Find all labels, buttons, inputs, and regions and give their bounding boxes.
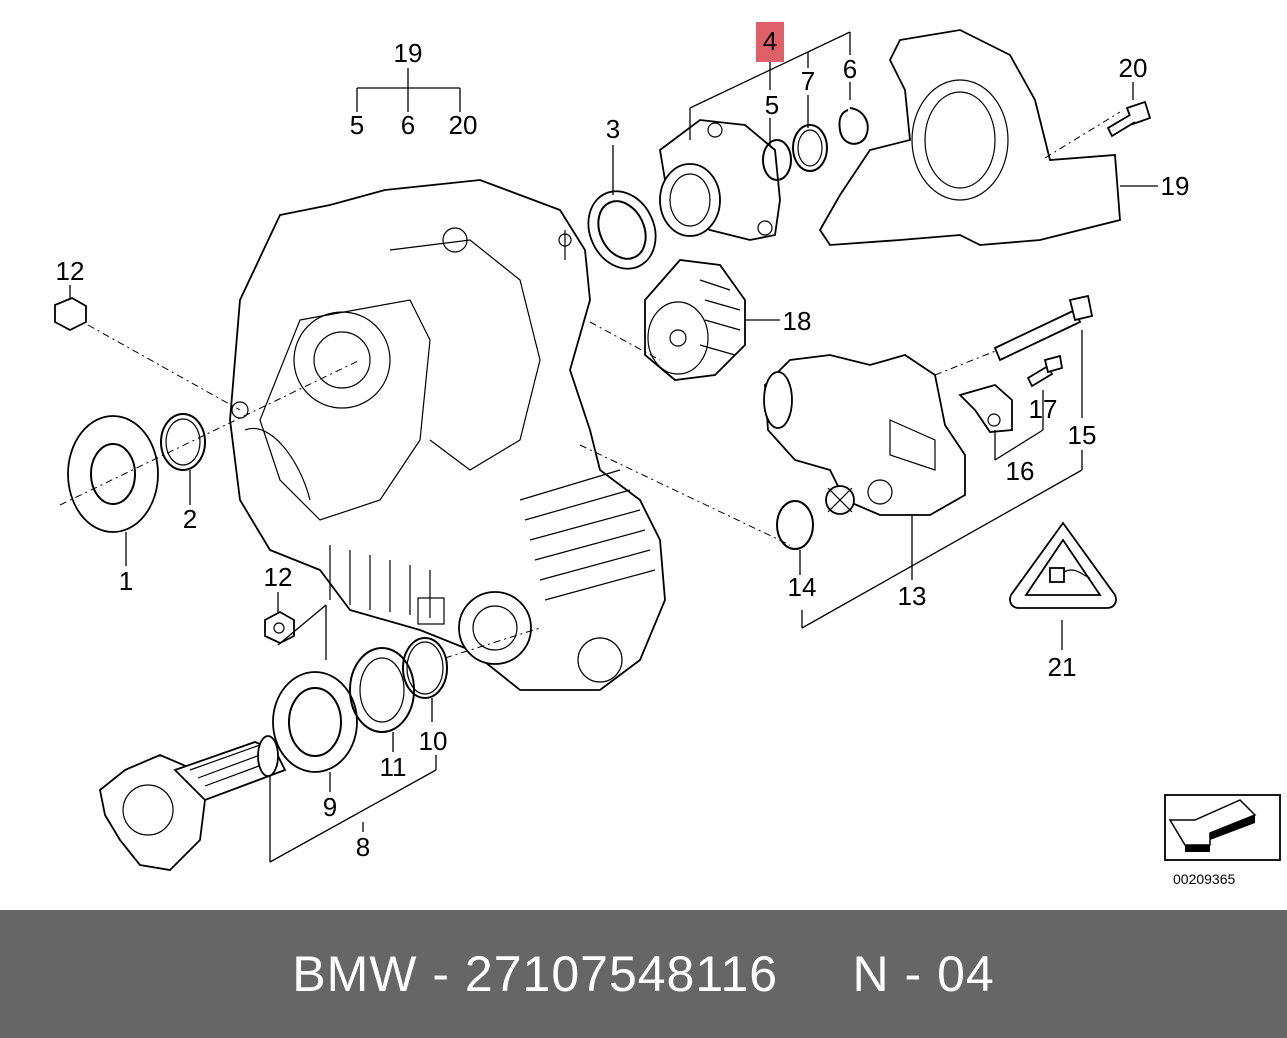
callout-19-top: 19 [394,38,423,68]
bearing-cover-4 [659,119,781,241]
o-ring-2 [160,413,206,471]
callout-5-group: 5 [350,110,364,140]
screw-17 [1026,354,1064,388]
callout-17: 17 [1029,394,1058,424]
callout-16: 16 [1006,456,1035,486]
callout-9: 9 [323,792,337,822]
transfer-case-housing [229,179,666,691]
screw-plug-12-upper [54,297,87,332]
callout-2: 2 [183,504,197,534]
part-number-caption: BMW - 27107548116 N - 04 [292,946,995,1002]
callout-12-lower: 12 [264,562,293,592]
o-ring-10 [402,637,448,699]
sensor-16 [958,383,1013,433]
callout-4-highlight [756,22,784,62]
callout-20-group: 20 [449,110,478,140]
reference-code: 00209365 [1173,871,1236,887]
callout-18: 18 [783,306,812,336]
shim-7 [792,124,828,172]
bolt-20-top [1106,100,1152,138]
circlip-6 [838,107,869,145]
radial-seal-9 [272,671,358,773]
callout-14: 14 [788,572,817,602]
callout-20-right: 20 [1119,53,1148,83]
callout-15: 15 [1068,420,1097,450]
leader-lines [69,31,1158,863]
callout-7: 7 [801,66,815,96]
callout-12-upper: 12 [56,256,85,286]
o-ring-5 [762,139,792,181]
assembly-lines [59,111,1121,659]
callout-10: 10 [419,726,448,756]
callout-8: 8 [356,832,370,862]
callout-5: 5 [765,90,779,120]
cover-19 [818,29,1121,246]
o-ring-14 [776,500,814,550]
callout-11: 11 [380,752,407,782]
callout-4: 4 [763,26,777,56]
callout-1: 1 [119,566,133,596]
caption-bar: BMW - 27107548116 N - 04 [0,910,1287,1038]
callout-3: 3 [606,114,620,144]
shaft-seal-3 [587,190,657,270]
bolt-15 [993,294,1094,362]
seal-ring-1 [67,415,159,533]
callout-19-right: 19 [1161,171,1190,201]
callout-6: 6 [843,54,857,84]
actuator-gear-18 [644,259,746,381]
callout-13: 13 [898,581,927,611]
view-direction-icon: 00209365 [1164,794,1281,887]
screw-plug-12-lower [264,610,295,644]
warning-label-21 [1009,521,1117,609]
callout-21: 21 [1048,652,1077,682]
callout-labels: 19 5 6 20 4 7 6 5 3 20 19 18 12 2 1 12 1… [56,22,1190,862]
parts-diagram: 00209365 [54,22,1281,887]
actuator-motor-13 [763,354,966,516]
seal-11 [349,647,415,733]
callout-6-group: 6 [401,110,415,140]
output-flange-shaft [99,735,287,871]
